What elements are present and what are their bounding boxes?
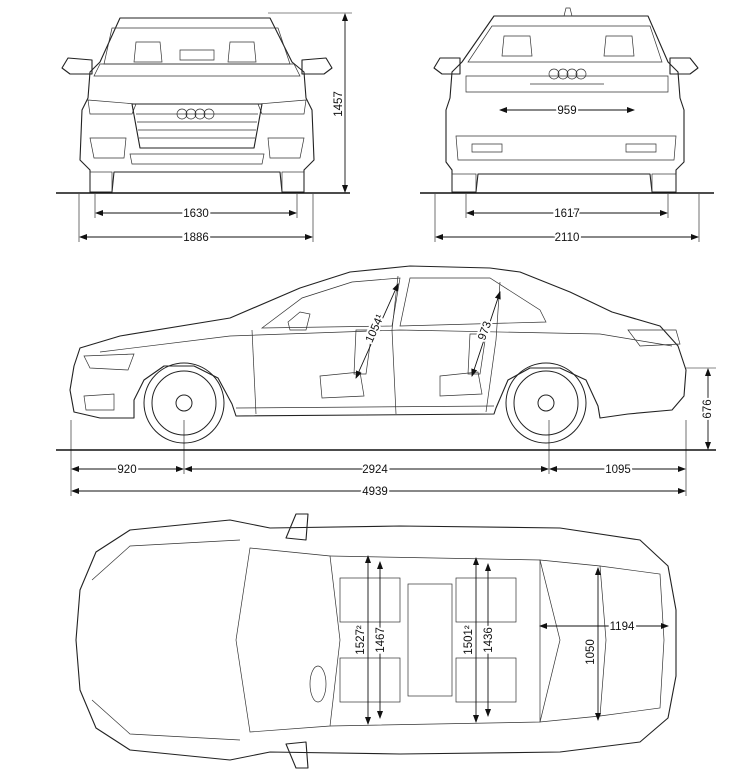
side-mirror: [287, 311, 311, 331]
rear-window: [467, 25, 663, 63]
front-track-label: 1630: [183, 208, 209, 220]
rear-right-exhaust: [625, 143, 657, 153]
rear-left-mirror: [433, 57, 461, 75]
front-view: 1457 1630 1886: [56, 12, 352, 246]
side-rear-window: [399, 277, 547, 327]
side-rear-headroom-label: 973: [476, 320, 494, 342]
rear-width-label: 2110: [555, 232, 580, 244]
front-body-outline: [79, 17, 315, 193]
side-rear-wheel: [505, 362, 587, 444]
side-loading-height-label: 676: [702, 399, 714, 418]
top-rear-shoulder-width-label: 1436: [483, 627, 495, 653]
front-width-label: 1886: [183, 232, 209, 244]
side-body-outline: [69, 265, 687, 419]
rear-logo-icon: [548, 68, 587, 80]
top-boot-length-label: 1194: [610, 621, 635, 633]
front-left-mirror: [61, 57, 93, 75]
top-front-elbow-width-label: 1527²: [355, 625, 367, 655]
front-windshield: [103, 27, 291, 65]
front-logo-icon: [176, 108, 215, 120]
top-left-mirror: [285, 513, 309, 541]
rear-track-label: 1617: [554, 208, 580, 220]
front-right-mirror: [301, 57, 333, 75]
side-front-overhang-label: 920: [117, 464, 136, 476]
front-height-label: 1457: [333, 91, 345, 117]
rear-right-mirror: [669, 57, 699, 75]
top-right-mirror: [285, 741, 309, 769]
front-right-headlight: [257, 99, 307, 115]
side-front-headroom-label: 1054¹: [364, 313, 387, 345]
top-rear-elbow-width-label: 1501²: [463, 625, 475, 655]
rear-taillights: [465, 75, 669, 93]
side-length-label: 4939: [362, 486, 388, 498]
rear-left-exhaust: [471, 143, 503, 153]
top-windshield: [235, 547, 341, 733]
rear-boot-opening-label: 959: [557, 105, 576, 117]
top-front-shoulder-width-label: 1467: [375, 627, 387, 653]
side-view: 1054¹ 973 676 920 2924 1095 4939: [56, 265, 716, 500]
top-rear-window: [539, 559, 607, 723]
side-wheelbase-label: 2924: [362, 464, 388, 476]
front-grille: [131, 103, 263, 149]
side-rear-overhang-label: 1095: [605, 464, 631, 476]
top-boot-width-label: 1050: [585, 639, 597, 665]
rear-body-outline: [445, 15, 685, 193]
front-left-headlight: [87, 99, 137, 115]
top-view: 1527² 1467 1501² 1436 1194 1050: [75, 513, 677, 769]
side-taillight: [627, 329, 681, 347]
rear-view: 959 1617 2110: [420, 7, 714, 246]
top-body-outline: [75, 519, 677, 761]
top-steering-wheel-icon: [309, 665, 327, 703]
side-headlight: [83, 353, 135, 371]
